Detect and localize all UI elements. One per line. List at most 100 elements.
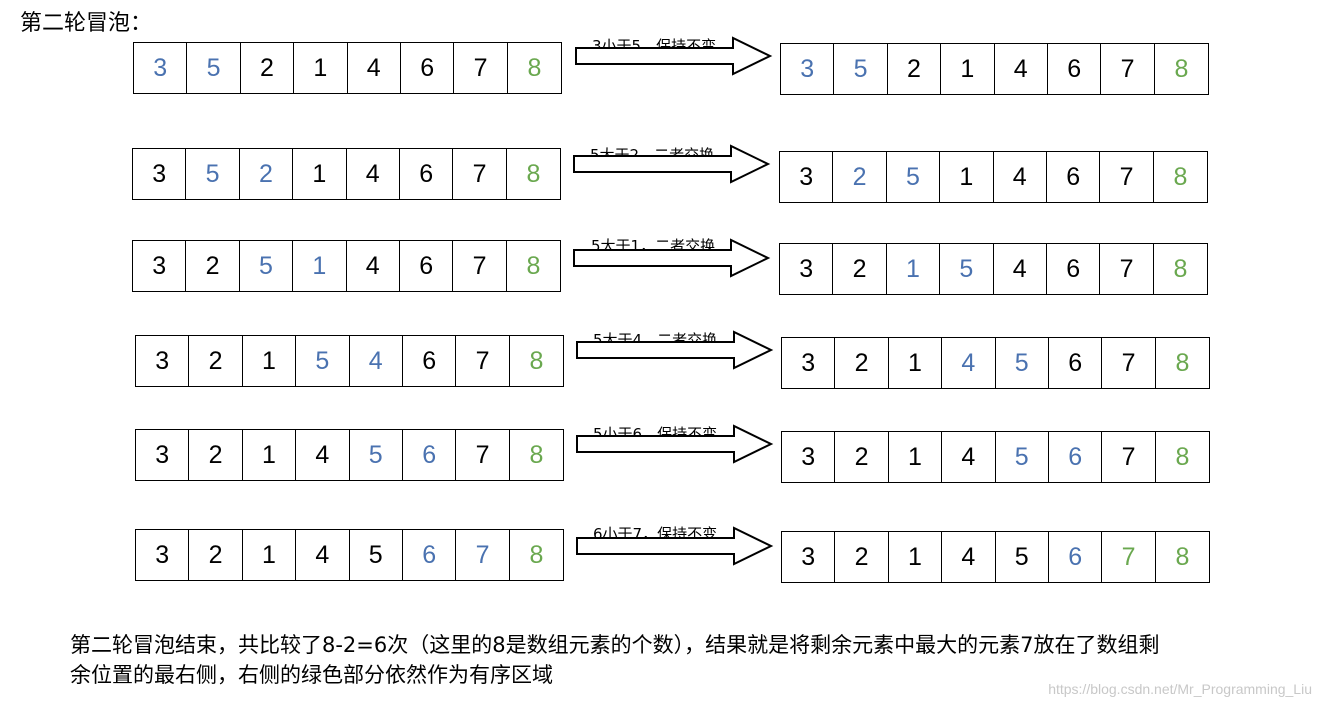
array-cell: 8 [526, 251, 541, 280]
array-cell: 1 [889, 532, 943, 582]
array-cell: 8 [1175, 348, 1190, 377]
array-cell: 4 [994, 152, 1047, 202]
summary-line-1: 第二轮冒泡结束，共比较了8-2=6次（这里的8是数组元素的个数），结果就是将剩余… [70, 633, 1160, 657]
summary-text: 第二轮冒泡结束，共比较了8-2=6次（这里的8是数组元素的个数），结果就是将剩余… [70, 630, 1270, 690]
array-cell: 6 [1049, 532, 1103, 582]
watermark: https://blog.csdn.net/Mr_Programming_Liu [1048, 681, 1312, 697]
summary-line-2: 余位置的最右侧，右侧的绿色部分依然作为有序区域 [70, 663, 553, 687]
array-cell: 1 [889, 432, 943, 482]
array-cell: 4 [350, 336, 403, 386]
array-cell: 2 [833, 244, 887, 294]
array-cell: 8 [1175, 542, 1190, 571]
array-cell: 4 [296, 530, 350, 580]
array-cell: 6 [1047, 244, 1101, 294]
array-cell: 1 [243, 430, 297, 480]
array-cell: 6 [403, 530, 457, 580]
array-cell: 5 [940, 244, 994, 294]
array-cell: 2 [189, 430, 243, 480]
array-cell: 5 [996, 338, 1049, 388]
array-cell: 5 [186, 149, 240, 199]
array-cell: 7 [456, 530, 510, 580]
array-cell: 2 [240, 149, 294, 199]
array-cell: 5 [240, 241, 294, 291]
array-cell: 2 [189, 530, 243, 580]
array-cell: 6 [403, 430, 457, 480]
right-arrow-icon [576, 526, 774, 566]
array-cell: 8 [527, 53, 542, 82]
array-cell: 2 [835, 432, 889, 482]
array-cell: 3 [133, 241, 187, 291]
array-cell: 6 [401, 43, 455, 93]
array-cell: 8 [529, 440, 544, 469]
array-cell: 1 [294, 43, 348, 93]
array-cell: 5 [834, 44, 888, 94]
right-arrow-icon [575, 36, 773, 76]
array-cell: 3 [780, 152, 834, 202]
array-cell: 5 [296, 336, 350, 386]
array-cell: 3 [134, 43, 188, 93]
array-cell: 2 [186, 241, 240, 291]
array-cell: 8 [529, 540, 544, 569]
array-cell: 2 [241, 43, 295, 93]
array-cell: 3 [780, 244, 834, 294]
array-cell: 1 [887, 244, 941, 294]
array-cell: 6 [1048, 44, 1102, 94]
array-cell: 6 [1047, 152, 1101, 202]
array-cell: 1 [293, 149, 347, 199]
array-cell: 4 [942, 532, 996, 582]
array-cell: 7 [453, 241, 507, 291]
array-cell: 1 [243, 336, 297, 386]
array-cell: 6 [1049, 338, 1103, 388]
array-cell: 2 [835, 532, 889, 582]
array-cell: 4 [942, 338, 996, 388]
array-cell: 4 [347, 241, 400, 291]
array-cell: 7 [1101, 44, 1155, 94]
array-cell: 8 [1173, 162, 1188, 191]
array-cell: 7 [1100, 244, 1154, 294]
array-cell: 7 [454, 43, 508, 93]
array-cell: 7 [456, 430, 510, 480]
array-cell: 3 [782, 432, 836, 482]
array-cell: 1 [940, 152, 994, 202]
array-cell: 1 [243, 530, 297, 580]
array-cell: 8 [1174, 54, 1189, 83]
array-cell: 4 [995, 44, 1048, 94]
array-cell: 5 [350, 530, 403, 580]
array-cell: 3 [782, 338, 836, 388]
array-cell: 4 [296, 430, 350, 480]
array-cell: 3 [136, 430, 190, 480]
array-cell: 6 [400, 149, 454, 199]
array-cell: 8 [1173, 254, 1188, 283]
array-cell: 7 [456, 336, 510, 386]
array-cell: 7 [1102, 532, 1156, 582]
array-cell: 3 [136, 530, 190, 580]
right-arrow-icon [576, 330, 774, 370]
array-cell: 4 [348, 43, 401, 93]
array-cell: 4 [347, 149, 400, 199]
array-cell: 3 [781, 44, 835, 94]
right-arrow-icon [573, 238, 771, 278]
array-cell: 3 [133, 149, 187, 199]
array-cell: 1 [293, 241, 347, 291]
right-arrow-icon [576, 424, 774, 464]
array-cell: 7 [1102, 338, 1156, 388]
array-cell: 7 [1100, 152, 1154, 202]
array-cell: 5 [996, 432, 1049, 482]
array-cell: 7 [1102, 432, 1156, 482]
array-cell: 8 [526, 159, 541, 188]
array-cell: 6 [403, 336, 457, 386]
array-cell: 5 [887, 152, 941, 202]
array-cell: 2 [833, 152, 887, 202]
array-cell: 8 [529, 346, 544, 375]
array-cell: 1 [941, 44, 995, 94]
array-cell: 6 [1049, 432, 1103, 482]
